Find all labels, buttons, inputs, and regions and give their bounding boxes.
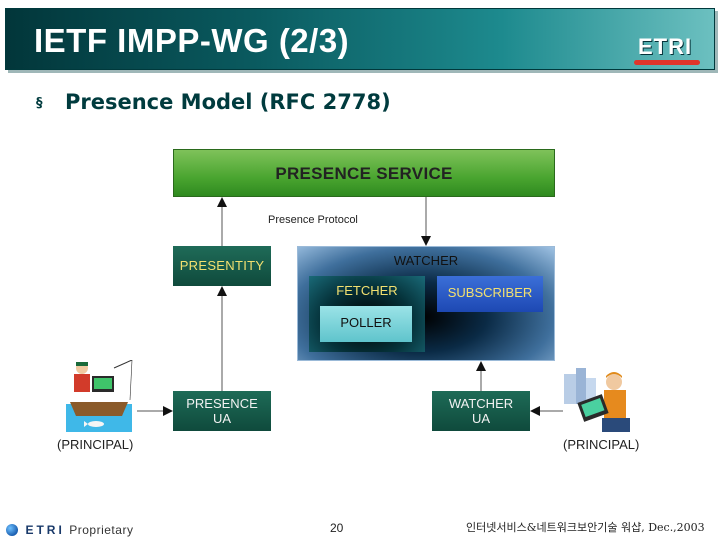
page-number: 20: [330, 521, 344, 535]
watcher-ua-box: WATCHER UA: [432, 391, 530, 431]
presence-service-label: PRESENCE SERVICE: [275, 164, 453, 183]
watcher-label: WATCHER: [393, 253, 459, 268]
man-laptop-clipart: [564, 368, 630, 432]
presence-ua-label-line2: UA: [212, 411, 232, 426]
bullet-heading: Presence Model (RFC 2778): [65, 90, 391, 114]
etri-logo: ETRI: [634, 31, 700, 65]
principal-left-label: (PRINCIPAL): [57, 437, 134, 452]
bullet-marker: §: [36, 96, 43, 111]
globe-icon: [6, 523, 18, 536]
footer-brand: ETRI: [25, 522, 65, 537]
title-bar: IETF IMPP-WG (2/3) ETRI: [5, 8, 715, 70]
poller-box: POLLER: [320, 306, 412, 342]
presentity-box: PRESENTITY: [173, 246, 271, 286]
presence-protocol-label: Presence Protocol: [268, 214, 358, 226]
presence-service-box: PRESENCE SERVICE: [173, 149, 555, 197]
footer-proprietary: Proprietary: [69, 522, 134, 537]
subscriber-label: SUBSCRIBER: [447, 285, 533, 300]
presence-ua-box: PRESENCE UA: [173, 391, 271, 431]
watcher-ua-label-line2: UA: [471, 411, 491, 426]
subscriber-box: SUBSCRIBER: [437, 276, 543, 312]
fetcher-label: FETCHER: [336, 283, 398, 298]
poller-label: POLLER: [340, 315, 392, 330]
footer-logo: ETRI Proprietary: [6, 521, 133, 539]
fisherman-laptop-clipart: [66, 360, 133, 432]
presentity-label: PRESENTITY: [179, 258, 265, 273]
presence-ua-label-line1: PRESENCE: [186, 396, 258, 411]
logo-swoosh: [634, 60, 700, 65]
slide-title: IETF IMPP-WG (2/3): [34, 22, 350, 59]
watcher-ua-label-line1: WATCHER: [448, 396, 514, 411]
etri-logo-text: ETRI: [638, 34, 693, 59]
footer-event-text: 인터넷서비스&네트워크보안기술 워샵, Dec.,2003: [466, 521, 705, 534]
principal-right-label: (PRINCIPAL): [563, 437, 640, 452]
